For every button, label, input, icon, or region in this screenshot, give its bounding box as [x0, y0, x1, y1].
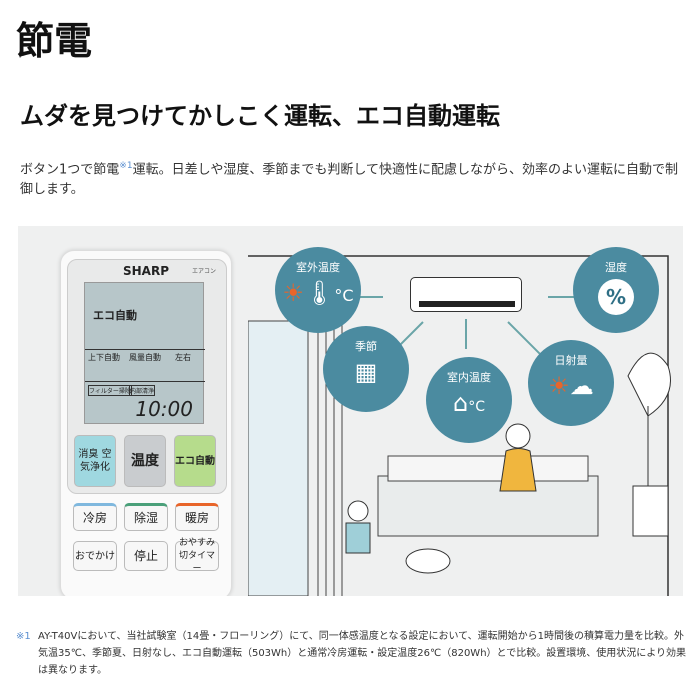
stop-button[interactable]: 停止 — [124, 541, 168, 571]
room-drawing — [248, 255, 671, 596]
heat-button[interactable]: 暖房 — [175, 503, 219, 531]
lcd-clean: 内部清浄 — [129, 385, 156, 396]
house-thermometer-icon: ⌂°C — [452, 389, 485, 417]
lcd-time: 10:00 — [135, 397, 193, 421]
footnote-ref[interactable]: ※1 — [119, 161, 133, 171]
sleep-timer-button[interactable]: おやすみ 切タイマー — [175, 538, 219, 574]
sensor-label: 室内温度 — [447, 371, 491, 384]
sun-thermometer-icon: ☀🌡°C — [282, 279, 354, 307]
description-text: 運転。日差しや湿度、季節までも判断して快適性に配慮しながら、効率のよい運転に自動… — [20, 162, 679, 198]
lcd-lr: 左右 — [175, 353, 191, 362]
sensor-solar: 日射量 ☀☁ — [528, 340, 614, 426]
dry-button[interactable]: 除湿 — [124, 503, 168, 531]
temperature-button[interactable]: 温度 — [124, 435, 166, 487]
eco-auto-button[interactable]: エコ自動 — [174, 435, 216, 487]
lcd-display: エコ自動 上下自動 風量自動 左右 フィルター掃除 内部清浄 10:00 — [84, 282, 205, 424]
lcd-updown: 上下自動 — [88, 353, 120, 362]
remote-control: SHARP エアコン エコ自動 上下自動 風量自動 左右 フィルター掃除 内部清… — [60, 250, 232, 596]
lcd-eco: エコ自動 — [93, 309, 137, 322]
sensor-outdoor-temp: 室外温度 ☀🌡°C — [275, 247, 361, 333]
air-conditioner-unit — [410, 277, 522, 312]
sensor-season: 季節 ▦ — [323, 326, 409, 412]
sensor-label: 季節 — [355, 340, 377, 353]
remote-kind: エアコン — [191, 268, 216, 275]
calendar-icon: ▦ — [354, 358, 378, 386]
sensor-label: 湿度 — [605, 261, 627, 274]
sensor-indoor-temp: 室内温度 ⌂°C — [426, 357, 512, 443]
cool-button[interactable]: 冷房 — [73, 503, 117, 531]
eco-illustration: 室外温度 ☀🌡°C 湿度% 季節 ▦ 室内温度 ⌂°C 日射量 ☀☁ SHARP エアコ… — [18, 226, 683, 596]
lcd-fan: 風量自動 — [129, 353, 161, 362]
sensor-label: 日射量 — [554, 354, 588, 367]
footnote: ※1 AY-T40Vにおいて、当社試験室（14畳・フローリング）にて、同一体感温… — [16, 628, 688, 679]
away-button[interactable]: おでかけ — [73, 541, 117, 571]
description-text: ボタン1つで節電 — [20, 162, 120, 178]
brand-logo: SHARP — [123, 264, 170, 278]
footnote-text: AY-T40Vにおいて、当社試験室（14畳・フローリング）にて、同一体感温度とな… — [38, 631, 687, 676]
footnote-mark: ※1 — [16, 631, 31, 642]
lcd-filter: フィルター掃除 — [88, 385, 132, 396]
section-heading: ムダを見つけてかしこく運転、エコ自動運転 — [20, 102, 500, 130]
page-title: 節電 — [16, 19, 93, 63]
sun-cloud-icon: ☀☁ — [548, 372, 594, 400]
sensor-humidity: 湿度% — [573, 247, 659, 333]
deodorize-button[interactable]: 消臭 空気浄化 — [74, 435, 116, 487]
description: ボタン1つで節電※1運転。日差しや湿度、季節までも判断して快適性に配慮しながら、… — [20, 156, 685, 200]
percent-icon: % — [573, 279, 659, 315]
sensor-label: 室外温度 — [296, 261, 340, 274]
